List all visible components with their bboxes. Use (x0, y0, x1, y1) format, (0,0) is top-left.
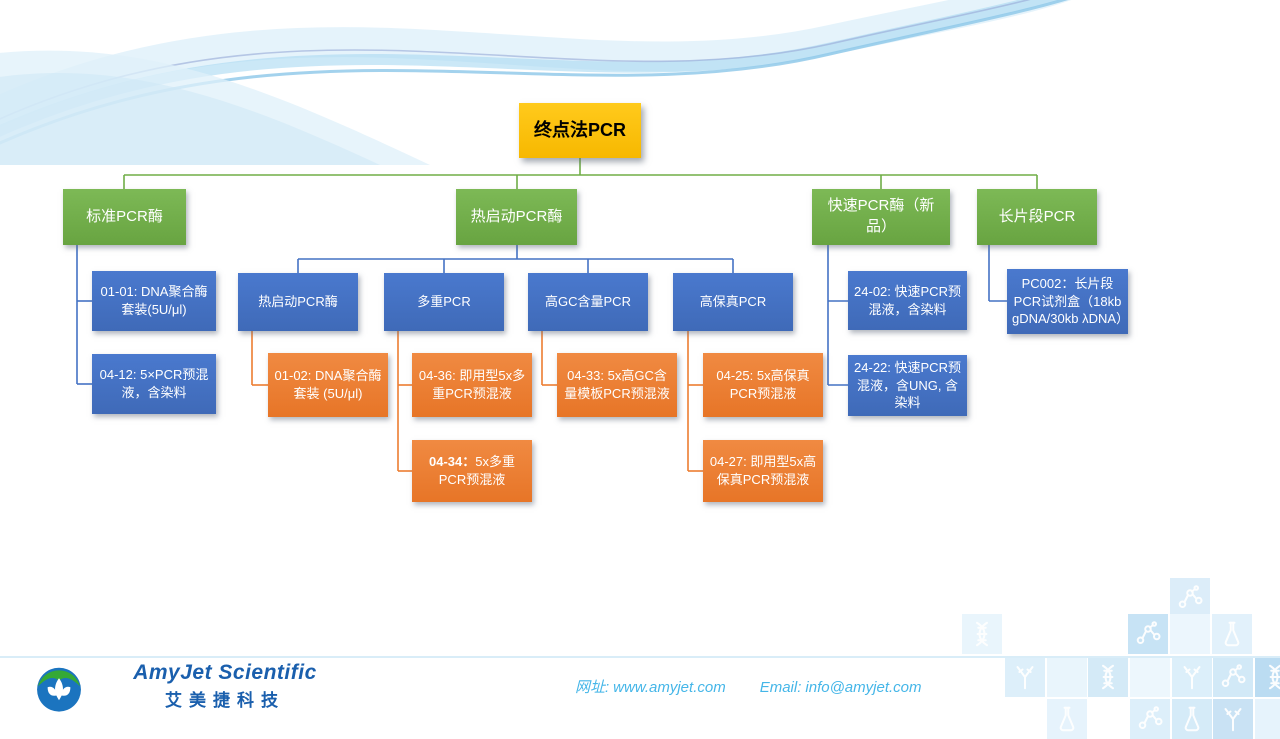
node-standard-pcr: 标准PCR酶 (63, 189, 186, 245)
node-label: 04-27: 即用型5x高保真PCR预混液 (709, 454, 817, 487)
website-label: 网址: (575, 679, 610, 696)
node-04-12: 04-12: 5×PCR预混液，含染料 (92, 354, 216, 414)
company-logo-icon (33, 662, 85, 714)
node-label: 01-02: DNA聚合酶套装 (5U/μl) (274, 368, 382, 401)
node-label: 高GC含量PCR (545, 294, 631, 310)
node-pc002: PC002：长片段PCR试剂盒（18kb gDNA/30kb λDNA） (1007, 269, 1130, 334)
node-04-25: 04-25: 5x高保真PCR预混液 (703, 353, 823, 417)
node-04-33: 04-33: 5x高GC含量模板PCR预混液 (557, 353, 677, 417)
node-label: 04-36: 即用型5x多重PCR预混液 (418, 368, 526, 401)
node-hotstart-category: 热启动PCR酶 (238, 273, 358, 331)
email-link[interactable]: info@amyjet.com (805, 679, 922, 696)
node-04-27: 04-27: 即用型5x高保真PCR预混液 (703, 440, 823, 502)
node-01-01: 01-01: DNA聚合酶套装(5U/μl) (92, 271, 216, 331)
node-root: 终点法PCR (519, 103, 641, 158)
node-multiplex-pcr: 多重PCR (384, 273, 504, 331)
footer-contact: 网址:www.amyjet.com Email:info@amyjet.com (575, 676, 922, 697)
node-label: 快速PCR酶（新品） (827, 197, 935, 235)
product-rest: 5x多重PCR预混液 (438, 454, 515, 487)
company-name-cn: 艾美捷科技 (165, 691, 285, 710)
company-name: AmyJet Scientific 艾美捷科技 (95, 661, 355, 711)
product-code: 04-34： (429, 454, 476, 470)
node-04-34: 04-34：5x多重PCR预混液 (412, 440, 532, 502)
node-label: 24-22: 快速PCR预混液，含UNG, 含染料 (854, 359, 961, 411)
node-24-02: 24-02: 快速PCR预混液，含染料 (848, 271, 967, 330)
node-long-pcr: 长片段PCR (977, 189, 1097, 245)
footer-divider (0, 656, 1280, 658)
node-label: 24-02: 快速PCR预混液，含染料 (854, 283, 961, 317)
email-label: Email: (759, 679, 802, 696)
node-label: 04-34：5x多重PCR预混液 (417, 453, 527, 489)
node-label: 标准PCR酶 (86, 207, 163, 225)
node-label: 长片段PCR (998, 207, 1076, 225)
node-high-gc-pcr: 高GC含量PCR (528, 273, 648, 331)
node-label: 高保真PCR (699, 294, 767, 310)
node-fast-pcr: 快速PCR酶（新品） (812, 189, 950, 245)
node-04-36: 04-36: 即用型5x多重PCR预混液 (412, 353, 532, 417)
connector-lines (76, 158, 1038, 472)
node-label: 04-25: 5x高保真PCR预混液 (716, 368, 810, 401)
node-hotstart-pcr: 热启动PCR酶 (456, 189, 577, 245)
node-label: 04-12: 5×PCR预混液，含染料 (99, 367, 209, 400)
node-label: 01-01: DNA聚合酶套装(5U/μl) (100, 284, 208, 317)
node-label: 热启动PCR酶 (258, 294, 338, 310)
node-label: PC002：长片段PCR试剂盒（18kb gDNA/30kb λDNA） (1012, 275, 1130, 327)
node-label: 04-33: 5x高GC含量模板PCR预混液 (564, 368, 670, 401)
website-link[interactable]: www.amyjet.com (613, 679, 726, 696)
node-label: 终点法PCR (533, 120, 626, 141)
footer: AmyJet Scientific 艾美捷科技 网址:www.amyjet.co… (0, 656, 1280, 720)
node-label: 热启动PCR酶 (470, 207, 563, 225)
node-24-22: 24-22: 快速PCR预混液，含UNG, 含染料 (848, 355, 967, 416)
company-name-en: AmyJet Scientific (133, 661, 317, 684)
node-high-fidelity-pcr: 高保真PCR (673, 273, 793, 331)
node-label: 多重PCR (417, 294, 471, 310)
node-01-02: 01-02: DNA聚合酶套装 (5U/μl) (268, 353, 388, 417)
